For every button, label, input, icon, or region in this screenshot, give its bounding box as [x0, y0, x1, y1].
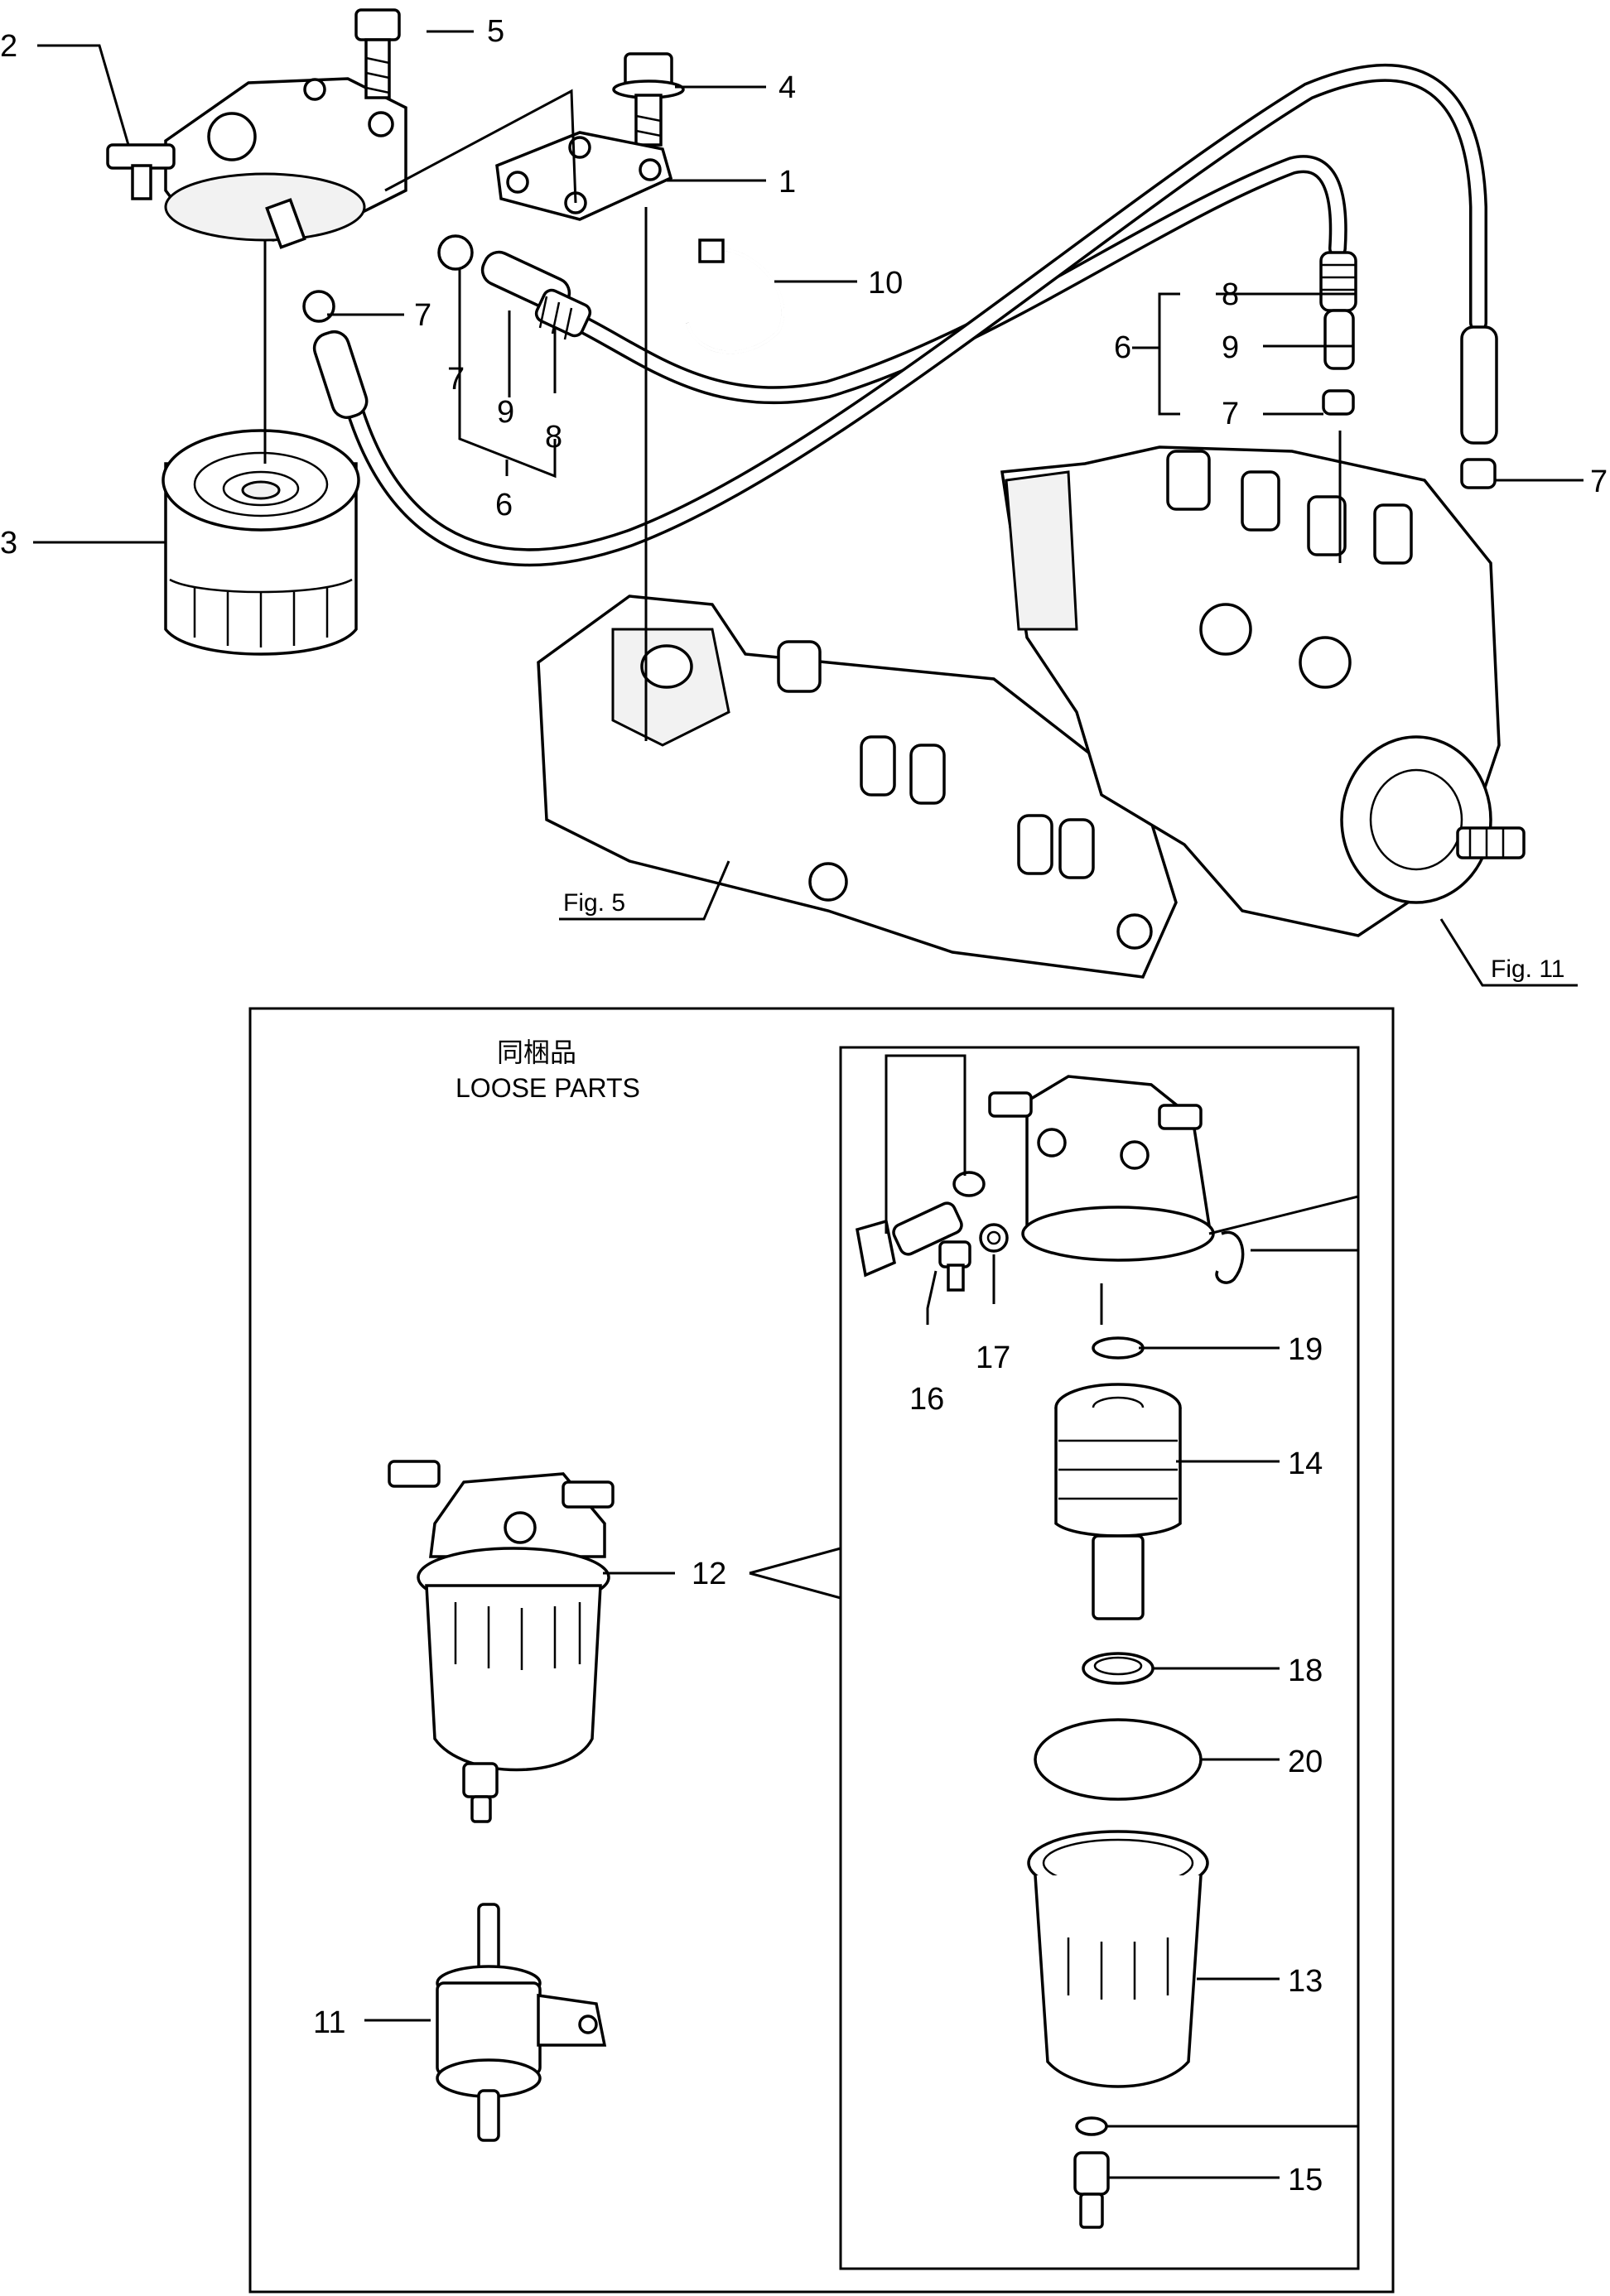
callout-8-right: 8	[1222, 277, 1239, 312]
clamp-band-part-10	[686, 238, 785, 354]
callout-16: 16	[909, 1382, 944, 1417]
callout-labels-lower: 19 17 16 14 12 18 20 13 11 15	[313, 1332, 1323, 2197]
fuel-hose-lower	[347, 63, 1487, 567]
callout-9-right: 9	[1222, 330, 1239, 365]
o-ring-lower	[1075, 2116, 1108, 2136]
bolt-part-4	[612, 52, 685, 147]
callout-6-right: 6	[1114, 330, 1131, 365]
clip-part-7-left	[302, 234, 474, 323]
ring-part-18	[1082, 1652, 1154, 1685]
callout-4: 4	[778, 70, 796, 105]
callout-11: 11	[313, 2005, 345, 2040]
drain-plug-part-15	[1073, 2151, 1110, 2229]
callout-7-right-b: 7	[1590, 464, 1608, 499]
hose-far-right	[1460, 325, 1498, 445]
hose-part-9-right	[1323, 309, 1355, 370]
loose-parts-heading-en: LOOSE PARTS	[456, 1073, 640, 1103]
filter-element-part-3	[161, 429, 360, 656]
filter-assembly-part-12	[388, 1460, 615, 1823]
callout-13: 13	[1288, 1964, 1323, 1999]
filter-head-exploded	[988, 1075, 1215, 1262]
air-vent-plug	[855, 1201, 963, 1278]
callout-2: 2	[0, 29, 17, 64]
leader-lines-upper	[33, 30, 1583, 987]
bolt-part-5	[354, 8, 401, 99]
o-ring-part-20	[1034, 1718, 1203, 1801]
callout-18: 18	[1288, 1653, 1323, 1688]
screw-part-16	[938, 1240, 971, 1292]
callout-12: 12	[692, 1557, 726, 1591]
washer-part-17	[979, 1223, 1009, 1253]
clip-part-7-right-lower	[1460, 458, 1497, 489]
inline-filter-part-11	[436, 1903, 607, 2142]
callout-8-left: 8	[545, 420, 562, 455]
callout-6-left: 6	[495, 488, 513, 522]
bowl-part-13	[1027, 1830, 1209, 2088]
callout-3: 3	[0, 526, 17, 561]
callout-9-left: 9	[497, 395, 514, 430]
plate-part-1	[495, 131, 673, 221]
hose-short-left	[312, 330, 369, 419]
callout-10: 10	[868, 266, 903, 301]
intake-manifold-fig5	[537, 594, 1178, 979]
callout-5: 5	[487, 14, 504, 49]
callout-15: 15	[1288, 2163, 1323, 2197]
spring-part-8-right	[1319, 251, 1357, 312]
o-ring-part-19	[1092, 1336, 1145, 1360]
loose-parts-heading-jp: 同梱品	[497, 1037, 576, 1067]
element-part-14	[1054, 1383, 1182, 1620]
spring-part-8-left	[534, 288, 592, 340]
callout-19: 19	[1288, 1332, 1323, 1367]
callout-17: 17	[976, 1341, 1010, 1375]
callout-7-left-a: 7	[414, 298, 431, 333]
callout-7-right-a: 7	[1222, 397, 1239, 431]
callout-labels-upper: 2 5 4 1 10 7 3 7 9 8 6 8 9 6 7 7 Fig. 5 …	[0, 14, 1608, 983]
callout-14: 14	[1288, 1446, 1323, 1481]
leader-lines-lower	[364, 1054, 1360, 2179]
snap-ring	[1215, 1230, 1245, 1284]
o-ring-small-upper	[952, 1171, 986, 1197]
injection-pump-fig11	[1000, 445, 1526, 937]
callout-1: 1	[778, 165, 796, 200]
filter-bracket-head	[106, 77, 407, 249]
callout-20: 20	[1288, 1745, 1323, 1779]
fig-5-ref: Fig. 5	[563, 889, 625, 917]
loose-parts-frame	[248, 1007, 1395, 2294]
fig-11-ref: Fig. 11	[1491, 955, 1565, 983]
callout-7-left-b: 7	[447, 362, 465, 397]
clip-part-7-right-upper	[1322, 389, 1355, 416]
